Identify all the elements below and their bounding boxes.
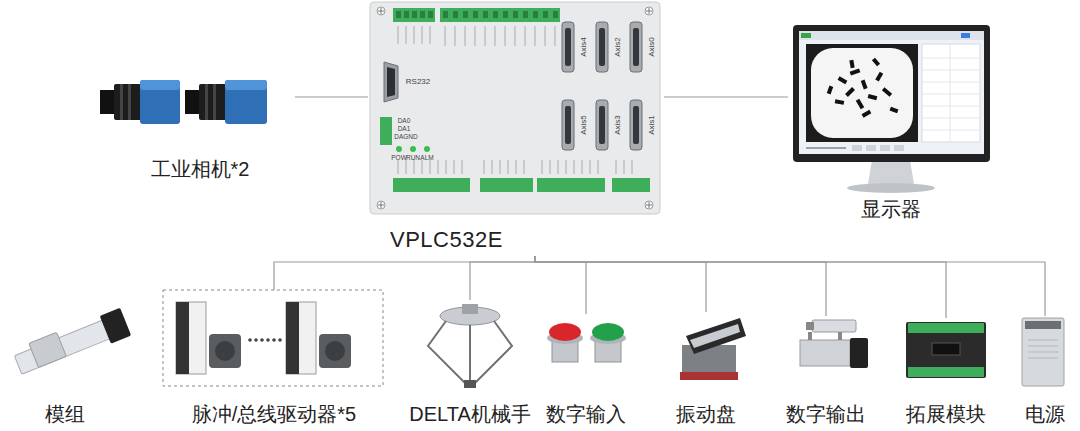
device-label: VPLC532E <box>390 227 503 253</box>
device-label: DELTA机械手 <box>409 402 531 426</box>
power-supply: 电源 <box>1015 316 1075 429</box>
device-label: 脉冲/总线驱动器*5 <box>192 402 356 426</box>
digital-output: 数字输出 <box>776 316 876 429</box>
push-buttons-illustration <box>547 323 626 362</box>
axis-port-label: Axis2 <box>614 37 622 57</box>
linear-module-illustration <box>12 307 131 379</box>
board-marking: DA1 <box>398 126 411 133</box>
drives-illustration <box>163 290 383 386</box>
delta-robot-illustration <box>428 304 512 388</box>
connection-line <box>535 256 1045 316</box>
delta-robot: DELTA机械手 <box>404 300 536 429</box>
digital-input: 数字输入 <box>536 314 636 429</box>
device-label: 模组 <box>45 402 85 426</box>
device-label: 振动盘 <box>676 402 736 426</box>
connection-line <box>535 256 946 318</box>
connection-line <box>664 96 788 97</box>
linear-module: 模组 <box>10 295 120 429</box>
power-supply-illustration <box>1022 318 1064 386</box>
controller-board <box>370 2 660 214</box>
axis-port-label: Axis4 <box>580 37 588 57</box>
device-label: 电源 <box>1025 402 1065 426</box>
connection-line <box>535 256 706 312</box>
board-marking: RUN <box>406 155 420 162</box>
expansion-module-illustration <box>906 322 986 378</box>
board-marking: DA0 <box>398 118 411 125</box>
valve-cylinder-illustration <box>800 320 868 368</box>
axis-port-label: Axis0 <box>648 37 656 57</box>
axis-port-label: Axis5 <box>580 115 588 135</box>
board-marking: POW <box>391 155 407 162</box>
board-marking: RS232 <box>406 78 430 86</box>
monitor-illustration <box>793 25 990 193</box>
board-marking: DAGND <box>394 134 417 141</box>
camera-group: 工业相机*2 <box>105 68 295 184</box>
connection-line <box>274 256 535 290</box>
expansion-module: 拓展模块 <box>896 318 996 429</box>
connection-line <box>295 96 368 97</box>
vibration-feeder: 振动盘 <box>656 312 756 429</box>
display: 显示器 <box>788 22 994 224</box>
camera-illustration <box>100 80 267 124</box>
axis-port-label: Axis1 <box>648 115 656 135</box>
board-marking: ALM <box>420 155 433 162</box>
axis-port-label: Axis3 <box>614 115 622 135</box>
device-label: 工业相机*2 <box>151 157 250 181</box>
drive-group: 脉冲/总线驱动器*5 <box>160 290 388 429</box>
device-label: 显示器 <box>861 197 921 221</box>
device-label: 拓展模块 <box>906 402 986 426</box>
connection-line <box>535 256 826 316</box>
device-label: 数字输入 <box>546 402 626 426</box>
device-label: 数字输出 <box>786 402 866 426</box>
connection-line <box>535 256 586 314</box>
vibration-feeder-illustration <box>680 318 746 380</box>
connection-line <box>470 256 535 300</box>
